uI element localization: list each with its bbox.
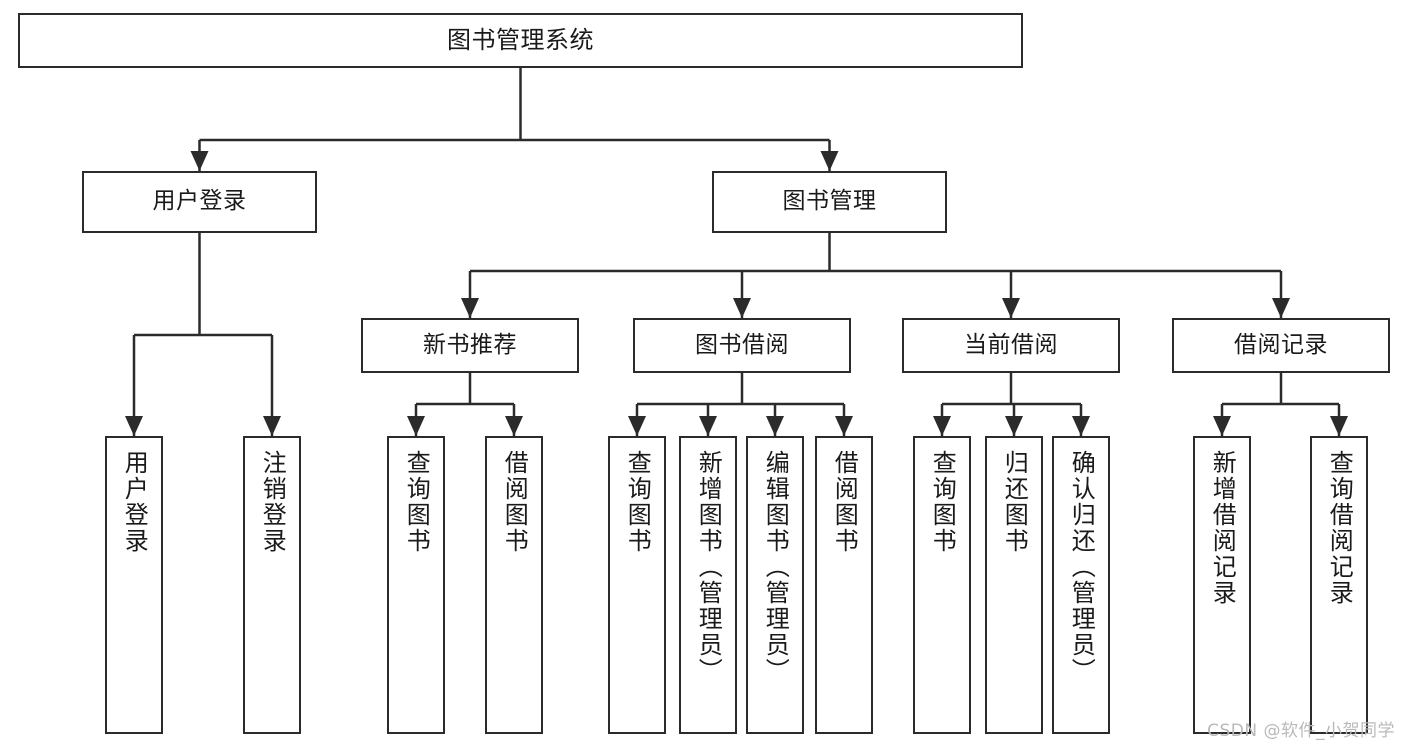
node-book-borrow[interactable]: 图书借阅 [633,318,851,373]
node-leaf-edit-book[interactable]: 编辑图书（管理员） [746,436,804,734]
arrow-head [1072,416,1090,436]
node-leaf-add-book[interactable]: 新增图书（管理员） [679,436,737,734]
node-label: 图书管理系统 [447,26,594,55]
arrow-head [125,416,143,436]
arrow-head [933,416,951,436]
node-label: 查询图书 [402,450,431,554]
node-label: 新增图书（管理员） [694,450,723,684]
arrow-head [699,416,717,436]
node-label: 借阅图书 [830,450,859,554]
node-leaf-query-record[interactable]: 查询借阅记录 [1310,436,1368,734]
node-leaf-return-book[interactable]: 归还图书 [985,436,1043,734]
node-label: 归还图书 [1000,450,1029,554]
node-label: 新书推荐 [423,331,517,358]
node-user-login[interactable]: 用户登录 [82,171,317,233]
node-book-manage[interactable]: 图书管理 [712,171,947,233]
node-borrow-record[interactable]: 借阅记录 [1172,318,1390,373]
node-label: 用户登录 [120,450,149,554]
arrow-head [1002,298,1020,318]
node-leaf-add-record[interactable]: 新增借阅记录 [1193,436,1251,734]
arrow-head [835,416,853,436]
node-label: 图书管理 [782,188,877,215]
arrow-head [766,416,784,436]
node-label: 查询借阅记录 [1325,450,1354,606]
node-leaf-logout[interactable]: 注销登录 [243,436,301,734]
arrow-head [628,416,646,436]
node-leaf-user-login[interactable]: 用户登录 [105,436,163,734]
node-leaf-borrow-book-1[interactable]: 借阅图书 [485,436,543,734]
arrow-head [1213,416,1231,436]
node-leaf-confirm-return[interactable]: 确认归还（管理员） [1052,436,1110,734]
node-leaf-borrow-book-2[interactable]: 借阅图书 [815,436,873,734]
arrow-head [1005,416,1023,436]
node-leaf-query-book-2[interactable]: 查询图书 [608,436,666,734]
arrow-head [1272,298,1290,318]
node-root[interactable]: 图书管理系统 [18,13,1023,68]
node-label: 注销登录 [258,450,287,554]
node-label: 编辑图书（管理员） [761,450,790,684]
arrow-head [407,416,425,436]
node-label: 查询图书 [928,450,957,554]
arrow-head [461,298,479,318]
node-label: 新增借阅记录 [1208,450,1237,606]
node-label: 确认归还（管理员） [1067,450,1096,684]
node-leaf-query-book-1[interactable]: 查询图书 [387,436,445,734]
arrow-head [505,416,523,436]
node-label: 查询图书 [623,450,652,554]
node-label: 借阅记录 [1234,331,1328,358]
node-label: 当前借阅 [964,331,1058,358]
node-label: 图书借阅 [695,331,789,358]
node-label: 用户登录 [152,188,247,215]
arrow-head [190,151,209,171]
node-new-book-recommend[interactable]: 新书推荐 [361,318,579,373]
node-leaf-query-book-3[interactable]: 查询图书 [913,436,971,734]
node-current-borrow[interactable]: 当前借阅 [902,318,1120,373]
arrow-head [263,416,281,436]
arrow-head [733,298,751,318]
node-label: 借阅图书 [500,450,529,554]
arrow-head [820,151,839,171]
arrow-head [1330,416,1348,436]
